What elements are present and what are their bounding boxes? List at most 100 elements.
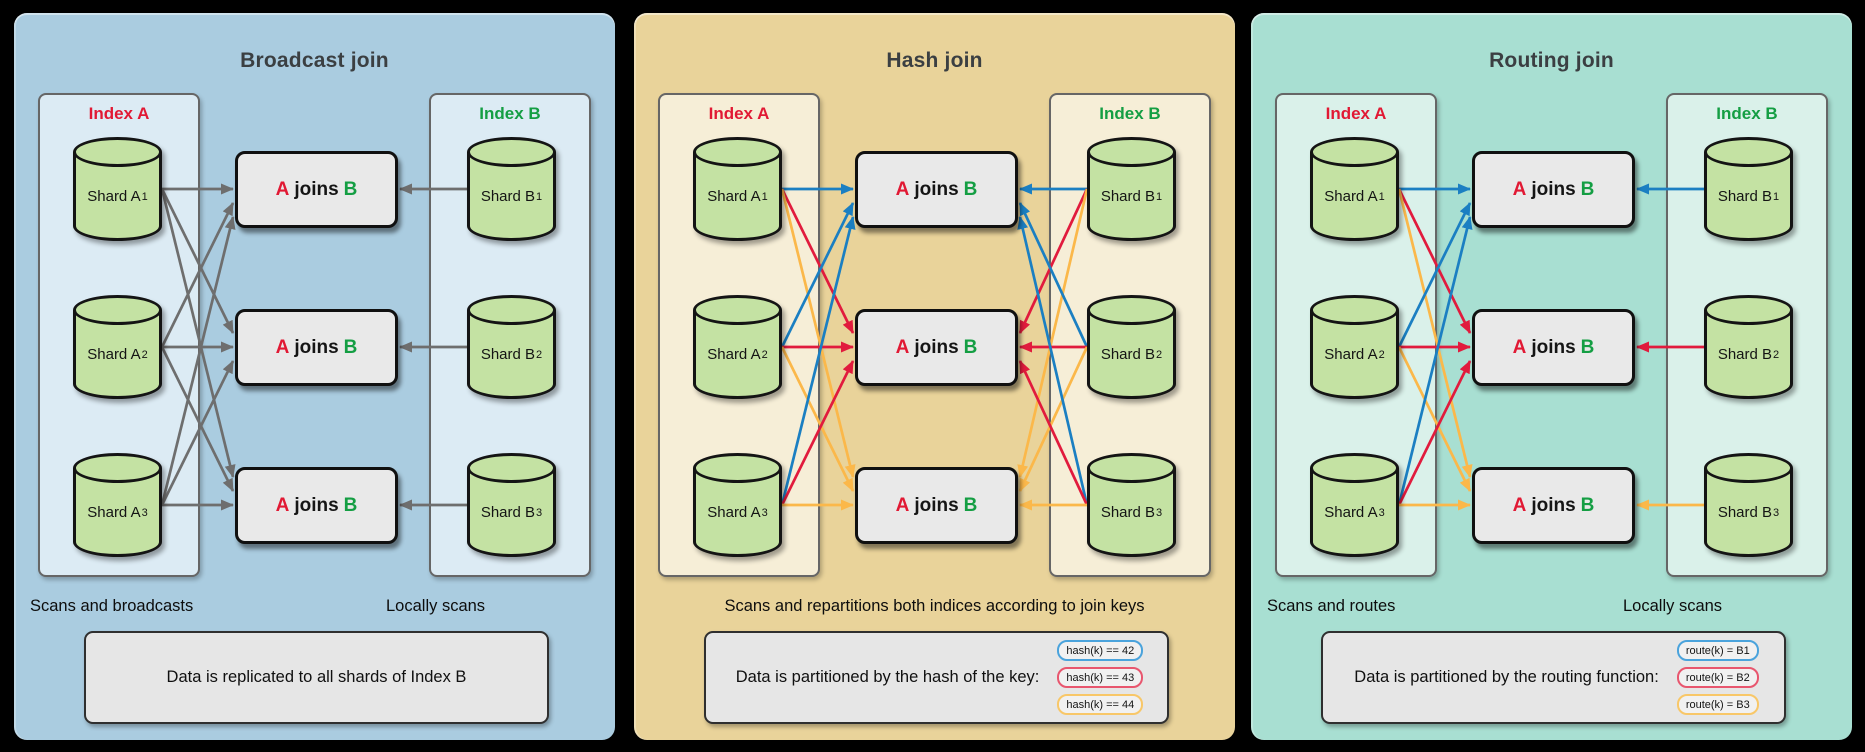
index-a-label: Index A (1325, 104, 1387, 123)
arrow-line (160, 188, 236, 478)
arrow-line (1397, 346, 1472, 492)
arrow-line (1397, 188, 1472, 334)
arrow-line (1018, 346, 1089, 492)
arrow-line (780, 202, 855, 348)
note-text: Data is replicated to all shards of Inde… (166, 668, 467, 686)
route-key-pill-1: route(k) = B1 (1676, 640, 1759, 661)
arrow-line (1017, 216, 1089, 506)
hash-key-pill-3: hash(k) == 44 (1057, 694, 1144, 715)
arrow-line (160, 346, 235, 492)
note-box: Data is replicated to all shards of Inde… (84, 631, 549, 724)
panel-title: Routing join (1489, 49, 1614, 72)
index-b-label: Index B (1716, 104, 1778, 123)
note-box: Data is partitioned by the hash of the k… (704, 631, 1169, 724)
index-b-label: Index B (1099, 104, 1161, 123)
hash-key-pill-1: hash(k) == 42 (1057, 640, 1144, 661)
note-box: Data is partitioned by the routing funct… (1321, 631, 1786, 724)
hash-key-pill-2: hash(k) == 43 (1057, 667, 1144, 688)
key-pills: route(k) = B1 route(k) = B2 route(k) = B… (1676, 640, 1759, 715)
index-a-label: Index A (88, 104, 150, 123)
key-pills: hash(k) == 42 hash(k) == 43 hash(k) == 4… (1057, 640, 1144, 715)
caption-right: Locally scans (1623, 597, 1723, 615)
panel-title: Hash join (886, 49, 983, 72)
note-text: Data is partitioned by the hash of the k… (735, 668, 1040, 686)
arrow-line (1397, 202, 1472, 348)
arrow-line (1397, 216, 1473, 506)
arrow-line (1018, 202, 1089, 348)
arrow-line (160, 360, 235, 506)
arrow-line (160, 216, 236, 506)
caption-left: Scans and routes (1267, 597, 1396, 615)
arrow-line (160, 202, 235, 348)
arrow-line (780, 346, 855, 492)
caption-center: Scans and repartitions both indices acco… (724, 597, 1145, 615)
note-text: Data is partitioned by the routing funct… (1354, 668, 1659, 686)
route-key-pill-2: route(k) = B2 (1676, 667, 1759, 688)
arrow-line (780, 360, 855, 506)
index-a-label: Index A (708, 104, 770, 123)
arrow-line (780, 188, 856, 478)
arrows-layer (160, 183, 467, 511)
route-key-pill-3: route(k) = B3 (1676, 694, 1759, 715)
arrow-line (1397, 188, 1473, 478)
caption-right: Locally scans (386, 597, 486, 615)
arrows-layer (780, 183, 1089, 511)
arrows-layer (1397, 183, 1704, 511)
caption-left: Scans and broadcasts (30, 597, 194, 615)
index-b-label: Index B (479, 104, 541, 123)
arrow-line (1018, 360, 1089, 506)
arrow-line (1397, 360, 1472, 506)
arrow-line (160, 188, 235, 334)
arrow-line (1017, 188, 1089, 478)
panel-title: Broadcast join (240, 49, 389, 72)
arrow-line (1018, 188, 1089, 334)
